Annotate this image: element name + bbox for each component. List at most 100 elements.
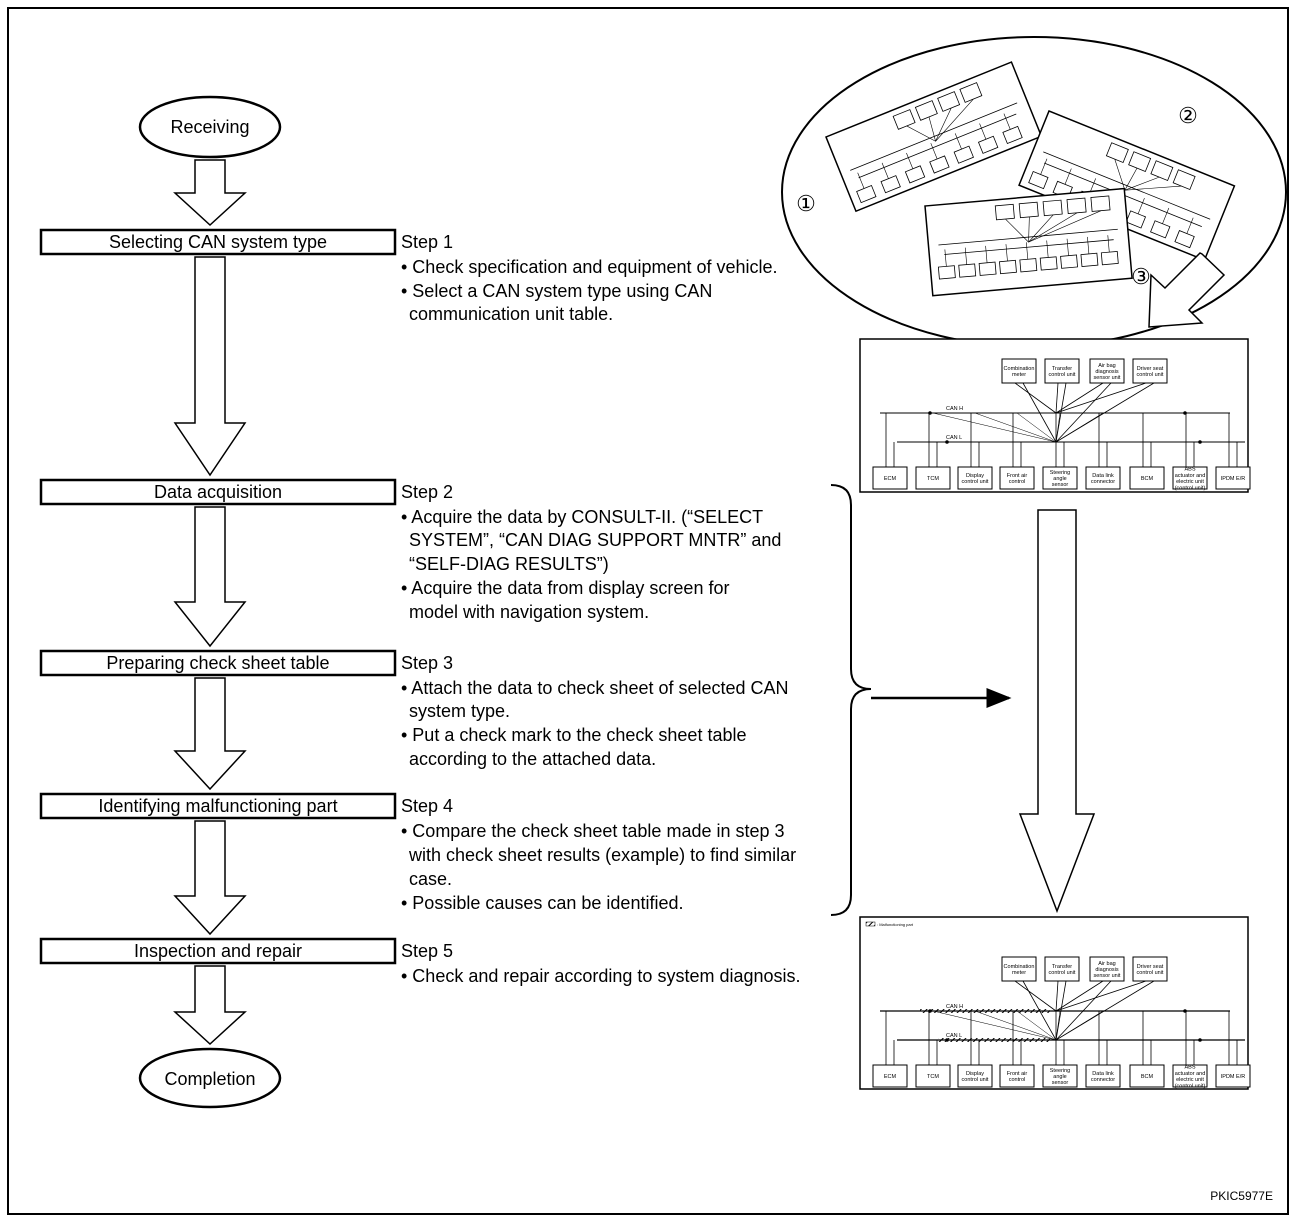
- svg-text:Data link: Data link: [1092, 1071, 1114, 1077]
- flow-arrow: [173, 820, 247, 936]
- can-unit-bottom: BCM: [1129, 466, 1165, 490]
- svg-text:sensor unit: sensor unit: [1094, 375, 1121, 381]
- svg-text:Driver seat: Driver seat: [1137, 964, 1164, 970]
- step-box-4: Identifying malfunctioning part: [39, 792, 397, 820]
- step-brace: [830, 484, 872, 916]
- step-line: • Attach the data to check sheet of sele…: [401, 678, 789, 698]
- step-title: Step 5: [401, 941, 453, 961]
- system-type-1-thumbnail: [825, 61, 1043, 213]
- selection-arrow: [1148, 252, 1226, 328]
- step-title: Step 4: [401, 796, 453, 816]
- svg-text:sensor unit: sensor unit: [1094, 973, 1121, 979]
- svg-text:control unit: control unit: [962, 1077, 989, 1083]
- svg-text:ECM: ECM: [884, 476, 897, 482]
- system-types-oval: ① ② ③: [781, 36, 1287, 348]
- svg-text:Steering: Steering: [1050, 1068, 1071, 1074]
- flow-arrow: [173, 159, 247, 227]
- svg-text:TCM: TCM: [927, 1074, 939, 1080]
- svg-text:Data link: Data link: [1092, 473, 1114, 479]
- flow-arrow: [173, 965, 247, 1046]
- svg-text:actuator and: actuator and: [1175, 473, 1206, 479]
- step-line: with check sheet results (example) to fi…: [408, 845, 796, 865]
- system-type-1-label: ①: [796, 191, 816, 216]
- can-unit-bottom: IPDM E/R: [1215, 1064, 1251, 1088]
- svg-text:Steering: Steering: [1050, 470, 1071, 476]
- svg-text:BCM: BCM: [1141, 1074, 1154, 1080]
- end-label: Completion: [164, 1069, 255, 1089]
- result-legend: : Malfunctioning part: [877, 922, 914, 927]
- step-box-5: Inspection and repair: [39, 937, 397, 965]
- step-line: • Put a check mark to the check sheet ta…: [401, 725, 746, 745]
- step-line: • Check and repair according to system d…: [401, 966, 801, 986]
- step-line: “SELF-DIAG RESULTS”): [409, 554, 609, 574]
- step-line: SYSTEM”, “CAN DIAG SUPPORT MNTR” and: [409, 530, 781, 550]
- svg-text:Transfer: Transfer: [1052, 964, 1072, 970]
- svg-text:Air bag: Air bag: [1098, 363, 1115, 369]
- svg-text:actuator and: actuator and: [1175, 1071, 1206, 1077]
- svg-text:Air bag: Air bag: [1098, 961, 1115, 967]
- svg-text:Display: Display: [966, 1071, 984, 1077]
- step-text-2: Step 2 • Acquire the data by CONSULT-II.…: [401, 482, 781, 622]
- flow-arrow: [173, 677, 247, 791]
- step-box-label: Identifying malfunctioning part: [98, 796, 337, 816]
- system-type-3-thumbnail: [924, 187, 1133, 297]
- svg-text:Front air: Front air: [1007, 473, 1028, 479]
- svg-text:ABS: ABS: [1184, 467, 1195, 473]
- flow-arrow: [173, 506, 247, 648]
- step-title: Step 1: [401, 232, 453, 252]
- svg-text:diagnosis: diagnosis: [1095, 369, 1118, 375]
- start-label: Receiving: [170, 117, 249, 137]
- can-l-label: CAN L: [946, 435, 962, 441]
- step-title: Step 2: [401, 482, 453, 502]
- step-text-1: Step 1 • Check specification and equipme…: [401, 232, 778, 324]
- hatch-legend-swatch: [865, 921, 876, 927]
- step-box-label: Inspection and repair: [134, 941, 302, 961]
- step-box-1: Selecting CAN system type: [39, 228, 397, 256]
- svg-text:control: control: [1009, 1077, 1026, 1083]
- step-line: • Acquire the data from display screen f…: [401, 578, 729, 598]
- svg-text:meter: meter: [1012, 970, 1026, 976]
- step-line: model with navigation system.: [409, 602, 649, 622]
- step-text-4: Step 4 • Compare the check sheet table m…: [401, 796, 796, 913]
- system-type-2-label: ②: [1178, 103, 1198, 128]
- svg-text:electric unit: electric unit: [1176, 479, 1204, 485]
- step-text-5: Step 5 • Check and repair according to s…: [401, 941, 801, 986]
- step-box-label: Preparing check sheet table: [106, 653, 329, 673]
- svg-text:electric unit: electric unit: [1176, 1077, 1204, 1083]
- svg-text:connector: connector: [1091, 1077, 1115, 1083]
- svg-text:ABS: ABS: [1184, 1065, 1195, 1071]
- svg-text:(control unit): (control unit): [1175, 1083, 1206, 1089]
- can-unit-bottom: ECM: [872, 1064, 908, 1088]
- end-terminal: Completion: [138, 1047, 282, 1109]
- step-line: according to the attached data.: [409, 749, 656, 769]
- svg-text:control unit: control unit: [1137, 970, 1164, 976]
- svg-text:Display: Display: [966, 473, 984, 479]
- malfunction-segment-l: [938, 1038, 1050, 1042]
- svg-text:ECM: ECM: [884, 1074, 897, 1080]
- svg-text:BCM: BCM: [1141, 476, 1154, 482]
- step-line: • Possible causes can be identified.: [401, 893, 683, 913]
- can-h-label: CAN H: [946, 1004, 963, 1010]
- malfunction-segment-h: [920, 1009, 1050, 1013]
- step-title: Step 3: [401, 653, 453, 673]
- svg-text:Combination: Combination: [1004, 366, 1035, 372]
- can-unit-bottom: ECM: [872, 466, 908, 490]
- svg-text:sensor: sensor: [1052, 482, 1069, 488]
- step-line: system type.: [409, 701, 510, 721]
- can-unit-bottom: TCM: [915, 466, 951, 490]
- svg-text:IPDM E/R: IPDM E/R: [1221, 476, 1245, 482]
- can-unit-bottom: BCM: [1129, 1064, 1165, 1088]
